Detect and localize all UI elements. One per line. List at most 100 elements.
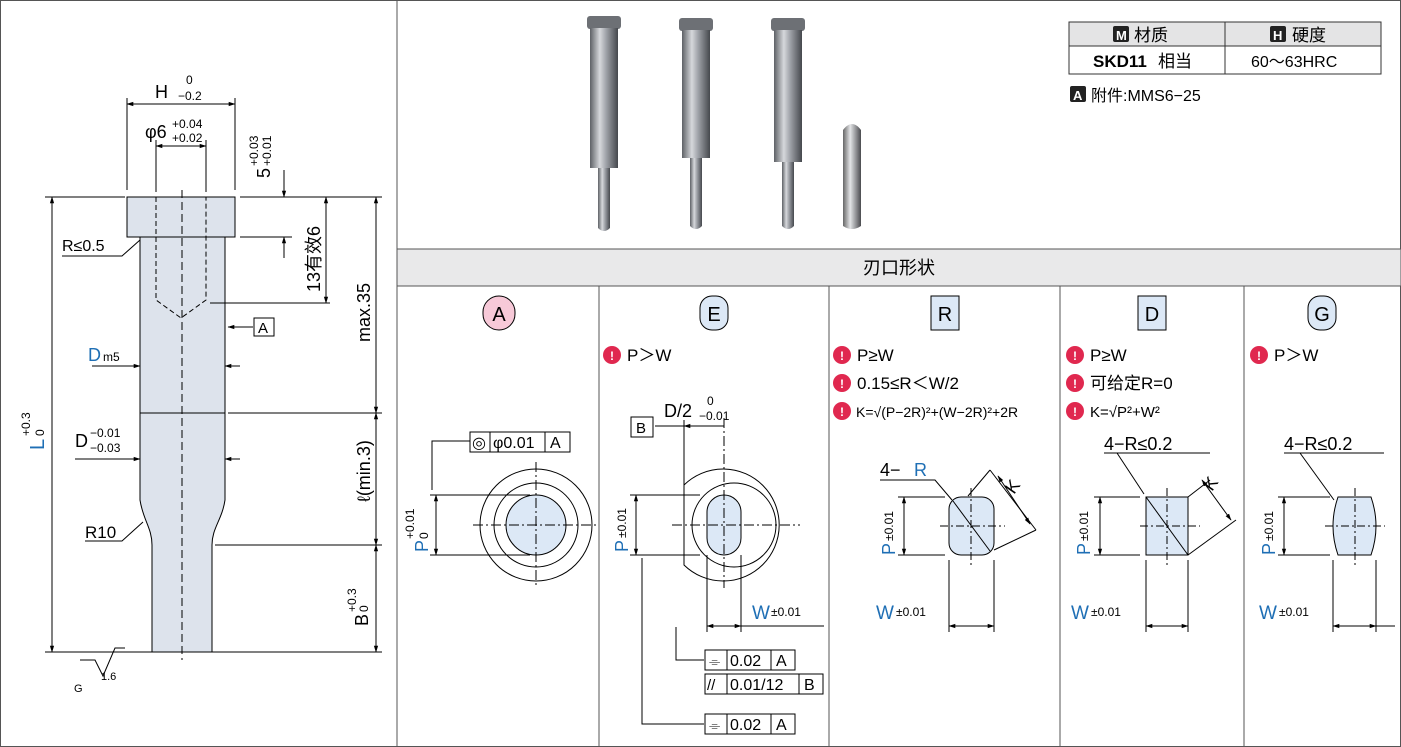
- parallel-symbol: //: [707, 677, 716, 694]
- shape-e-panel: E ! P＞W B D/2 0 −0.01 P: [603, 295, 824, 735]
- lmin-label: ℓ(min.3): [354, 440, 374, 502]
- b-tol-lo: 0: [357, 605, 371, 612]
- l-tol-lo: 0: [33, 429, 47, 436]
- shape-d-w-tol: ±0.01: [1091, 605, 1121, 619]
- shape-a-label: A: [492, 304, 506, 326]
- svg-text:!: !: [1073, 405, 1077, 419]
- dtol-lo: −0.03: [90, 441, 121, 455]
- shape-r-p-tol: ±0.01: [882, 511, 896, 541]
- shape-e-label: E: [707, 304, 720, 326]
- symmetry-symbol-2: ⌯: [709, 717, 720, 733]
- shape-a-p: P: [412, 540, 432, 552]
- svg-text:!: !: [840, 377, 844, 391]
- d6-tol-up: +0.04: [172, 117, 203, 131]
- half-d-tol-lo: −0.01: [699, 409, 730, 423]
- material-header: 材质: [1134, 26, 1168, 45]
- shape-r-cond-3: K=√(P−2R)²+(W−2R)²+2R: [856, 404, 1018, 420]
- svg-text:!: !: [610, 349, 614, 363]
- accessory-text: 附件:MMS6−25: [1091, 87, 1201, 105]
- svg-text:!: !: [1073, 349, 1077, 363]
- shape-a-p-tol-up: +0.01: [403, 508, 417, 539]
- shape-d-corner: 4−R≤0.2: [1104, 434, 1172, 454]
- punch-drawing: [45, 98, 382, 678]
- material-suffix: 相当: [1158, 52, 1192, 71]
- datum-a: A: [258, 320, 268, 337]
- five-tol-lo: +0.01: [260, 135, 274, 166]
- shape-g-p-tol: ±0.01: [1262, 511, 1276, 541]
- punch-head: [126, 196, 236, 238]
- shape-d-p-tol: ±0.01: [1077, 511, 1091, 541]
- d6-tol-lo: +0.02: [172, 131, 203, 145]
- symmetry-ref-1: A: [776, 653, 787, 670]
- five-tol-up: +0.03: [247, 135, 261, 166]
- section-title: 刃口形状: [863, 258, 935, 278]
- shape-d-label: D: [1145, 304, 1159, 326]
- section-title-bar: [396, 248, 1401, 287]
- shape-g-corner: 4−R≤0.2: [1284, 434, 1352, 454]
- hardness-badge: H: [1273, 28, 1282, 43]
- shape-r-corner-n: 4−: [880, 460, 901, 480]
- shape-g-w-tol: ±0.01: [1279, 605, 1309, 619]
- h-tol-up: 0: [186, 73, 193, 87]
- shape-d-p: P: [1074, 543, 1094, 555]
- dtol-label: D: [75, 431, 88, 451]
- shape-d-k: K: [1199, 473, 1222, 494]
- shape-e-w-tol: ±0.01: [771, 605, 801, 619]
- punch-photo-2: [679, 18, 713, 229]
- shape-r-k: K: [1001, 476, 1024, 497]
- spec-table: M 材质 H 硬度 SKD11 相当 60～63HRC A 附件:MMS6−25: [1068, 21, 1382, 105]
- product-photos: [587, 16, 861, 231]
- shape-g-condition: P＞W: [1274, 346, 1318, 365]
- half-d-tol-up: 0: [707, 394, 714, 408]
- shape-g-label: G: [1314, 304, 1330, 326]
- b-tol-up: +0.3: [345, 588, 359, 612]
- shape-r-corner-r: R: [914, 460, 927, 480]
- hardness-header: 硬度: [1292, 26, 1326, 45]
- half-d-dim: D/2: [664, 401, 692, 421]
- shape-r-label: R: [938, 304, 952, 326]
- shape-r-cond-1: P≥W: [857, 346, 894, 365]
- material-badge: M: [1116, 28, 1127, 43]
- h-tol-lo: −0.2: [178, 89, 202, 103]
- effective-label: 13有效6: [304, 226, 324, 292]
- parallel-ref: B: [804, 677, 815, 694]
- shape-r-cond-2: 0.15≤R＜W/2: [857, 374, 959, 393]
- symmetry-value-1: 0.02: [730, 653, 761, 670]
- punch-photo-1: [587, 16, 621, 231]
- shape-g-p: P: [1259, 543, 1279, 555]
- symmetry-value-2: 0.02: [730, 717, 761, 734]
- shape-r-w: W: [876, 603, 894, 624]
- parallel-value: 0.01/12: [730, 677, 783, 694]
- shape-d-cond-3: K=√P²+W²: [1090, 404, 1160, 421]
- svg-text:!: !: [1073, 377, 1077, 391]
- shape-g-panel: G ! P＞W 4−R≤0.2 P ±0.01 W ±0.01: [1250, 295, 1395, 632]
- shape-d-cond-1: P≥W: [1090, 346, 1127, 365]
- accessory-badge: A: [1073, 88, 1083, 103]
- symmetry-ref-2: A: [776, 717, 787, 734]
- shape-e-p-tol: ±0.01: [615, 508, 629, 538]
- warning-icon: [603, 346, 621, 364]
- material-value: SKD11: [1093, 52, 1147, 71]
- svg-text:!: !: [840, 349, 844, 363]
- datum-b: B: [636, 420, 646, 437]
- b-label: B: [352, 614, 372, 626]
- h-dim: H: [155, 82, 168, 102]
- d6-dim: φ6: [145, 122, 167, 142]
- max35-label: max.35: [354, 283, 374, 342]
- shape-d-cond-2: 可给定R=0: [1090, 374, 1173, 393]
- punch-drawing-labels: H 0 −0.2 φ6 +0.04 +0.02 5 +0.03 +0.01 R≤…: [19, 73, 374, 695]
- concentricity-value: φ0.01: [493, 435, 535, 452]
- l-label: L: [27, 439, 49, 450]
- r10-label: R10: [85, 523, 116, 542]
- shape-d-w: W: [1071, 603, 1089, 624]
- pin-photo: [843, 124, 861, 229]
- roughness-value: 1.6: [101, 671, 116, 683]
- l-tol-up: +0.3: [19, 412, 33, 436]
- punch-photo-3: [771, 18, 805, 229]
- symmetry-symbol-1: ⌯: [709, 653, 720, 669]
- shape-d-panel: D ! P≥W ! 可给定R=0 ! K=√P²+W² 4−R≤0.2 K P: [1066, 295, 1237, 632]
- dm5-sub: m5: [103, 350, 120, 364]
- dtol-up: −0.01: [90, 426, 121, 440]
- shape-a-panel: A ◎ φ0.01 A P +0.01 0: [403, 295, 598, 588]
